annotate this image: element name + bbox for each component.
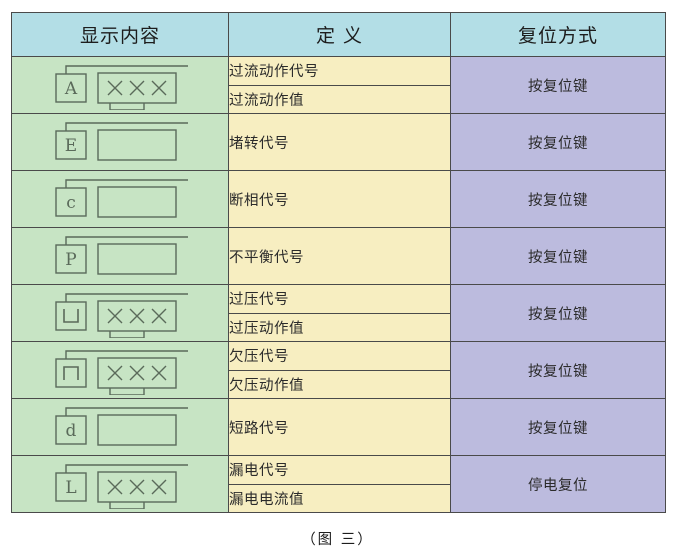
letter-a-glyph: A [30, 60, 210, 110]
table-row: E 堵转代号按复位键 [11, 113, 666, 171]
column-header-reset: 复位方式 [450, 12, 666, 57]
reset-method-cell: 停电复位 [450, 455, 666, 513]
definition-cell: 过压动作值 [228, 312, 451, 342]
overvoltage-u-glyph [30, 288, 210, 338]
definition-cell: 断相代号 [228, 170, 451, 228]
reset-method-cell: 按复位键 [450, 284, 666, 342]
reset-method-cell: 按复位键 [450, 398, 666, 456]
table-row: P 不平衡代号按复位键 [11, 227, 666, 285]
display-cell [11, 284, 229, 342]
column-header-definition: 定 义 [228, 12, 451, 57]
display-cell: d [11, 398, 229, 456]
display-cell: c [11, 170, 229, 228]
svg-text:P: P [65, 250, 76, 270]
figure-caption: （图 三） [301, 532, 374, 548]
definition-cell: 漏电代号 [228, 455, 451, 485]
definition-cell: 过压代号 [228, 284, 451, 314]
definition-cell: 堵转代号 [228, 113, 451, 171]
reset-method-cell: 按复位键 [450, 56, 666, 114]
table-subrow: 过流动作值 [12, 84, 666, 114]
definition-cell: 欠压代号 [228, 341, 451, 371]
svg-text:A: A [64, 79, 78, 99]
reset-method-cell: 按复位键 [450, 113, 666, 171]
table-header: 显示内容 定 义 复位方式 [11, 12, 666, 57]
table-row: L 漏电代号停电复位 [11, 455, 666, 513]
definition-cell: 不平衡代号 [228, 227, 451, 285]
definition-cell: 过流动作值 [228, 84, 451, 114]
letter-p-glyph: P [30, 231, 210, 281]
table-row: c 断相代号按复位键 [11, 170, 666, 228]
display-cell: P [11, 227, 229, 285]
table-subrow: 过压动作值 [12, 312, 666, 342]
display-cell: A [11, 56, 229, 114]
reset-method-cell: 按复位键 [450, 170, 666, 228]
letter-e-glyph: E [30, 117, 210, 167]
letter-l-glyph: L [30, 459, 210, 509]
definition-cell: 漏电电流值 [228, 483, 451, 513]
letter-c-glyph: c [30, 174, 210, 224]
table-row: A 过流动作代号按复位键 [11, 56, 666, 114]
table-row: 过压代号按复位键 [11, 284, 666, 342]
table-subrow: 漏电电流值 [12, 483, 666, 513]
reset-method-cell: 按复位键 [450, 227, 666, 285]
table-row: d 短路代号按复位键 [11, 398, 666, 456]
definition-cell: 欠压动作值 [228, 369, 451, 399]
svg-text:E: E [65, 136, 77, 156]
column-header-display: 显示内容 [11, 12, 229, 57]
display-cell: E [11, 113, 229, 171]
reset-method-cell: 按复位键 [450, 341, 666, 399]
table-subrow: 欠压动作值 [12, 369, 666, 399]
svg-text:d: d [66, 421, 77, 441]
display-cell [11, 341, 229, 399]
display-cell: L [11, 455, 229, 513]
svg-text:L: L [65, 478, 76, 498]
table-row: 欠压代号按复位键 [11, 341, 666, 399]
definition-cell: 过流动作代号 [228, 56, 451, 86]
svg-text:c: c [66, 193, 76, 213]
header-row: 显示内容 定 义 复位方式 [11, 12, 666, 57]
letter-d-glyph: d [30, 402, 210, 452]
definition-cell: 短路代号 [228, 398, 451, 456]
undervoltage-n-glyph [30, 345, 210, 395]
